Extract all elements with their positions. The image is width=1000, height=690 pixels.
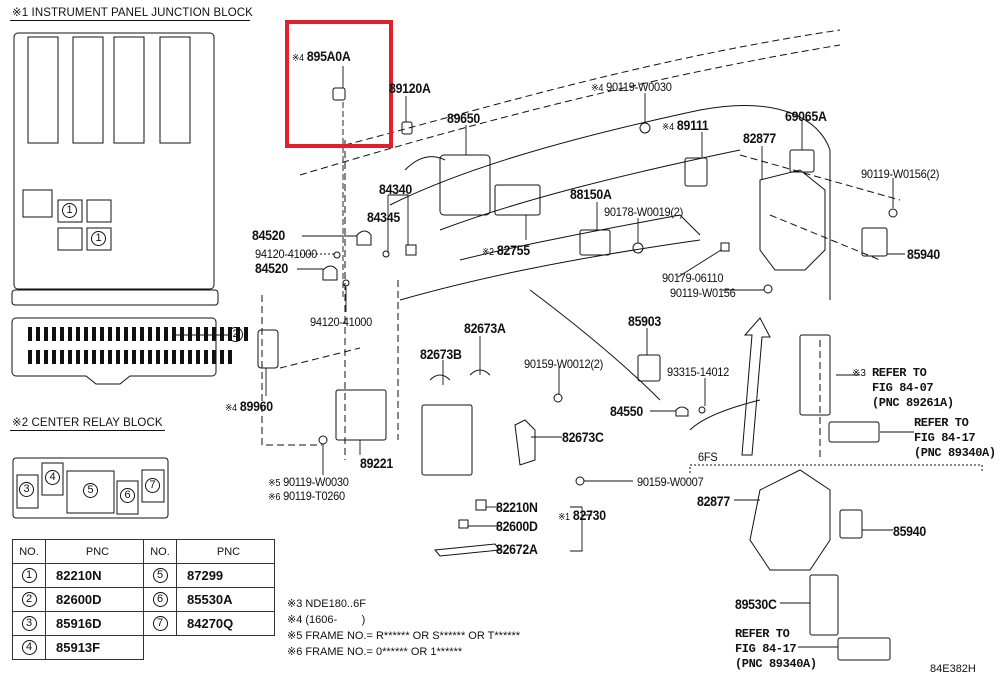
part-label-89221[interactable]: 89221 (360, 455, 393, 471)
relay-callout-3[interactable]: 3 (19, 482, 34, 497)
refer-to-fig-84-17-b[interactable]: REFER TO FIG 84-17 (PNC 89340A) (735, 627, 817, 671)
part-label-85903[interactable]: 85903 (628, 313, 661, 329)
refer-to-fig-84-17-a[interactable]: REFER TO FIG 84-17 (PNC 89340A) (914, 416, 996, 460)
row-number: 2 (21, 592, 37, 607)
highlight-box (285, 20, 393, 148)
relay-callout-7[interactable]: 7 (145, 478, 160, 493)
pnc-value[interactable]: 85916D (45, 611, 144, 636)
relay-block-drawing (12, 457, 169, 519)
junction-callout-1b[interactable]: 1 (91, 231, 106, 246)
table-row: 4 85913F (12, 635, 275, 660)
footnote-4: ※4 (1606- ) (287, 614, 366, 626)
part-label-90159-W0007[interactable]: 90159-W0007 (637, 475, 704, 489)
pnc-value[interactable]: 84270Q (176, 611, 275, 636)
relay-block-title: ※2 CENTER RELAY BLOCK (12, 417, 163, 429)
pnc-value[interactable]: 82600D (45, 587, 144, 612)
part-label-85940[interactable]: 85940 (907, 246, 940, 262)
part-label-82672A[interactable]: 82672A (496, 541, 538, 557)
part-label-90179-06110[interactable]: 90179-06110 (662, 271, 724, 285)
part-label-84340[interactable]: 84340 (379, 181, 412, 197)
part-label-84550[interactable]: 84550 (610, 403, 643, 419)
direction-arrow (741, 317, 771, 456)
junction-block-drawing (11, 32, 219, 306)
relay-callout-6[interactable]: 6 (120, 488, 135, 503)
connector-drawing (11, 317, 228, 385)
part-label-90119-W0156-2[interactable]: 90119-W0156(2) (861, 167, 940, 181)
part-label-89120A[interactable]: 89120A (389, 80, 431, 96)
part-label-89530C[interactable]: 89530C (735, 596, 777, 612)
part-label-895A0A[interactable]: ※4 895A0A (292, 48, 351, 64)
header-pnc-b: PNC (176, 539, 275, 564)
part-label-90119-T0260[interactable]: ※6 90119-T0260 (268, 489, 345, 503)
pnc-table-header: NO. PNC NO. PNC (12, 539, 275, 564)
row-number: 7 (152, 616, 168, 631)
pnc-value[interactable]: 85913F (45, 635, 144, 660)
part-label-84520-b[interactable]: 84520 (255, 260, 288, 276)
footnotes: ※3 NDE180..6F ※4 (1606- ) ※5 FRAME NO.= … (287, 596, 520, 660)
table-row: 1 82210N 5 87299 (12, 563, 275, 588)
relay-callout-4[interactable]: 4 (45, 470, 60, 485)
part-label-82210N[interactable]: 82210N (496, 499, 538, 515)
part-label-82673C[interactable]: 82673C (562, 429, 604, 445)
part-label-94120-41000-a[interactable]: 94120-41000 (255, 247, 318, 261)
footnote-5: ※5 FRAME NO.= R****** OR S****** OR T***… (287, 630, 521, 642)
part-label-82600D[interactable]: 82600D (496, 518, 538, 534)
dashboard-body (389, 105, 831, 431)
table-row: 2 82600D 6 85530A (12, 587, 275, 612)
table-row: 3 85916D 7 84270Q (12, 611, 275, 636)
part-label-90119-W0030-top[interactable]: ※4 90119-W0030 (591, 80, 672, 94)
part-label-82673B[interactable]: 82673B (420, 346, 462, 362)
part-label-82755[interactable]: ※2 82755 (482, 242, 530, 258)
header-no-b: NO. (143, 539, 177, 564)
part-label-82730[interactable]: ※1 82730 (558, 507, 606, 523)
part-label-90119-W0030-bottom[interactable]: ※5 90119-W0030 (268, 475, 349, 489)
part-label-89111[interactable]: ※4 89111 (662, 117, 709, 133)
part-label-90178-W0019[interactable]: 90178-W0019(2) (604, 205, 683, 219)
header-no-a: NO. (12, 539, 46, 564)
part-label-89650[interactable]: 89650 (447, 110, 480, 126)
part-label-82673A[interactable]: 82673A (464, 320, 506, 336)
part-shapes (257, 87, 898, 557)
row-number: 4 (21, 640, 37, 655)
variant-part-shapes (749, 469, 891, 661)
part-label-82877-6fs[interactable]: 82877 (697, 493, 730, 509)
connector-pins (28, 327, 248, 364)
part-label-90159-W0012[interactable]: 90159-W0012(2) (524, 357, 603, 371)
variant-box-label: 6FS (698, 450, 718, 464)
connector-callout-2[interactable]: 2 (228, 327, 243, 342)
part-label-89960[interactable]: ※4 89960 (225, 398, 273, 414)
row-number: 3 (21, 616, 37, 631)
header-pnc-a: PNC (45, 539, 144, 564)
variant-bracket (689, 464, 983, 473)
junction-callout-1a[interactable]: 1 (62, 203, 77, 218)
footnote-6: ※6 FRAME NO.= 0****** OR 1****** (287, 646, 463, 658)
part-label-84520-a[interactable]: 84520 (252, 227, 285, 243)
refer-1-note: ※3 (852, 368, 866, 379)
part-label-90119-W0156[interactable]: 90119-W0156 (670, 286, 736, 300)
pnc-value[interactable]: 82210N (45, 563, 144, 588)
junction-block-title-underline (10, 20, 250, 21)
pnc-value[interactable]: 85530A (176, 587, 275, 612)
row-number: 6 (152, 592, 168, 607)
part-label-85940-6fs[interactable]: 85940 (893, 523, 926, 539)
part-label-94120-41000-b[interactable]: 94120-41000 (310, 315, 373, 329)
row-number: 1 (21, 568, 37, 583)
part-label-82877[interactable]: 82877 (743, 130, 776, 146)
part-label-88150A[interactable]: 88150A (570, 186, 612, 202)
relay-callout-5[interactable]: 5 (83, 483, 98, 498)
footnote-3: ※3 NDE180..6F (287, 598, 366, 610)
pnc-value[interactable]: 87299 (176, 563, 275, 588)
figure-code: 84E382H (930, 663, 976, 675)
row-number: 5 (152, 568, 168, 583)
part-label-93315-14012[interactable]: 93315-14012 (667, 365, 730, 379)
relay-block-title-underline (10, 430, 165, 431)
leader-lines (265, 66, 914, 648)
refer-to-fig-84-07[interactable]: REFER TO FIG 84-07 (PNC 89261A) (872, 366, 954, 410)
junction-block-title: ※1 INSTRUMENT PANEL JUNCTION BLOCK (12, 7, 253, 19)
part-label-84345[interactable]: 84345 (367, 209, 400, 225)
pnc-table: NO. PNC NO. PNC 1 82210N 5 87299 2 82600… (12, 539, 275, 660)
part-label-69065A[interactable]: 69065A (785, 108, 827, 124)
